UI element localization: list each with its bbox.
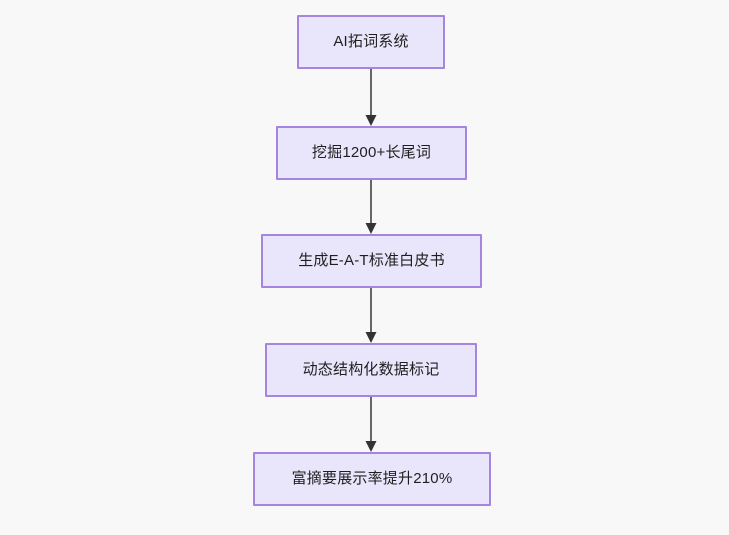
flow-node-label: 挖掘1200+长尾词 — [311, 144, 432, 161]
connector-arrow-4-5 — [365, 397, 377, 452]
flow-node-generate-eat-whitepaper[interactable]: 生成E-A-T标准白皮书 — [261, 234, 482, 288]
flow-node-label: 动态结构化数据标记 — [302, 361, 440, 378]
connector-arrow-2-3 — [365, 180, 377, 234]
flow-node-rich-snippet-rate-increase[interactable]: 富摘要展示率提升210% — [253, 452, 491, 506]
connector-arrow-3-4 — [365, 288, 377, 343]
flow-node-ai-keyword-system[interactable]: AI拓词系统 — [297, 15, 445, 69]
connector-arrow-1-2 — [365, 69, 377, 126]
flow-node-label: 生成E-A-T标准白皮书 — [298, 252, 445, 269]
flow-node-dynamic-structured-data-markup[interactable]: 动态结构化数据标记 — [265, 343, 477, 397]
flow-node-label: AI拓词系统 — [333, 33, 409, 50]
flow-node-label: 富摘要展示率提升210% — [291, 470, 453, 487]
flow-node-mine-longtail-keywords[interactable]: 挖掘1200+长尾词 — [276, 126, 467, 180]
